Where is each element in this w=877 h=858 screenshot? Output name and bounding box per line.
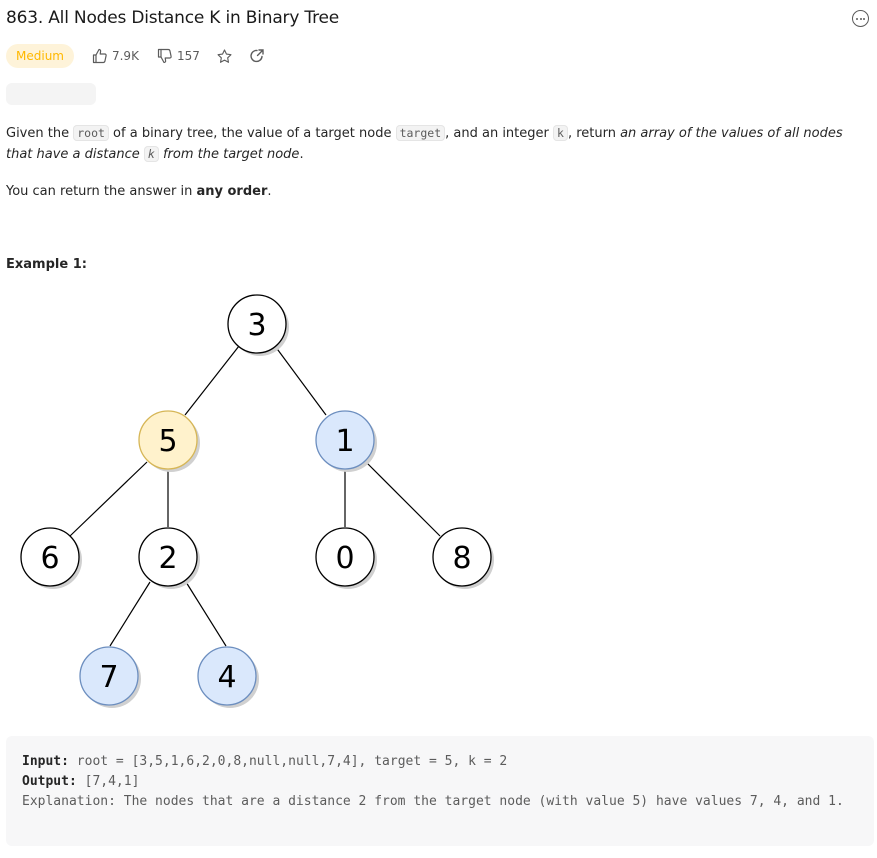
tree-node-1: 1 <box>315 410 377 472</box>
tree-node-5: 5 <box>138 410 200 472</box>
tree-node-label: 1 <box>335 424 354 459</box>
favorite-button[interactable] <box>216 48 233 65</box>
tree-node-label: 0 <box>335 541 354 576</box>
thumbs-up-icon <box>92 48 107 64</box>
share-button[interactable] <box>249 48 265 64</box>
share-icon <box>250 49 264 63</box>
thumbs-down-icon <box>157 48 172 64</box>
like-button[interactable]: 7.9K <box>92 48 139 64</box>
example-input: Input: root = [3,5,1,6,2,0,8,null,null,7… <box>22 754 508 769</box>
tree-node-label: 6 <box>40 541 59 576</box>
code-k-2: k <box>143 146 159 162</box>
tree-node-label: 4 <box>217 660 236 695</box>
problem-title: 863. All Nodes Distance K in Binary Tree <box>6 8 340 28</box>
tree-node-label: 5 <box>158 424 177 459</box>
problem-meta: Medium 7.9K 157 <box>6 44 265 68</box>
code-target: target <box>395 125 446 141</box>
problem-description: Given the root of a binary tree, the val… <box>6 125 843 162</box>
code-root: root <box>73 125 109 141</box>
tree-node-8: 8 <box>432 527 494 589</box>
dislike-button[interactable]: 157 <box>157 48 200 64</box>
tree-node-label: 3 <box>247 308 266 343</box>
tree-node-3: 3 <box>227 294 289 356</box>
example-explanation: Explanation: The nodes that are a distan… <box>22 794 844 809</box>
edge-3-5 <box>184 345 240 416</box>
code-k: k <box>553 125 568 141</box>
tree-node-4: 4 <box>197 646 259 708</box>
edge-3-1 <box>274 345 327 416</box>
tree-node-6: 6 <box>20 527 82 589</box>
tree-node-2: 2 <box>138 527 200 589</box>
difficulty-badge[interactable]: Medium <box>6 44 74 68</box>
example-title: Example 1: <box>6 257 87 272</box>
tree-node-label: 2 <box>158 541 177 576</box>
edge-5-6 <box>69 461 148 537</box>
more-icon[interactable] <box>852 10 869 27</box>
tree-node-label: 7 <box>99 660 118 695</box>
edge-1-8 <box>365 461 441 537</box>
edge-2-7 <box>109 581 151 647</box>
example-output: Output: [7,4,1] <box>22 774 140 789</box>
tree-node-0: 0 <box>315 527 377 589</box>
order-note: You can return the answer in any order. <box>6 184 272 199</box>
example-tree-diagram: 3 5 1 6 2 0 8 7 4 <box>20 294 494 708</box>
edge-2-4 <box>185 581 227 647</box>
tree-node-label: 8 <box>452 541 471 576</box>
dislike-count: 157 <box>176 49 200 63</box>
like-count: 7.9K <box>111 49 139 63</box>
loading-placeholder <box>6 83 96 105</box>
star-icon <box>217 48 232 63</box>
example-io-block: Input: root = [3,5,1,6,2,0,8,null,null,7… <box>6 736 874 846</box>
tree-node-7: 7 <box>79 646 141 708</box>
